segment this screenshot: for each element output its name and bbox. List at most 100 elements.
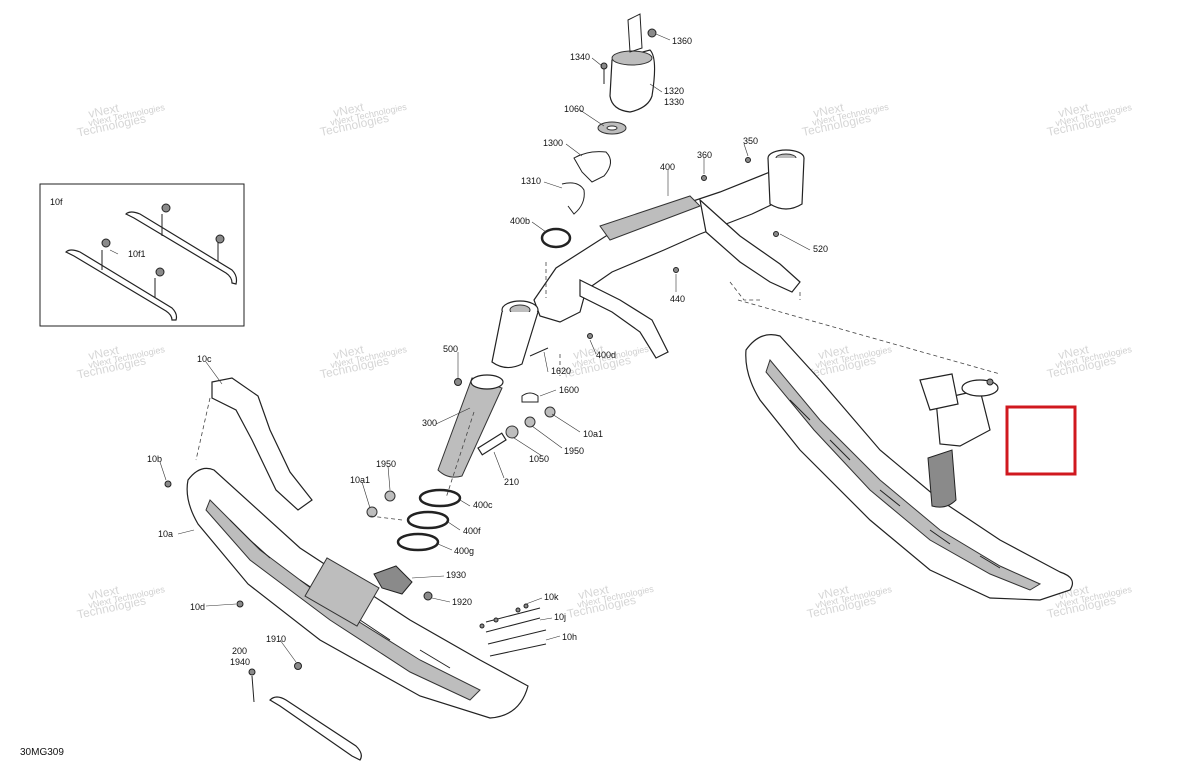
- leader-lines: [159, 33, 811, 663]
- nut-1360: [647, 28, 657, 38]
- runner-nut-2: [215, 234, 225, 244]
- callout-400g: 400g: [454, 546, 474, 556]
- right-ski-ribs: [789, 399, 1001, 569]
- watermark-bottom-left: vNext Technologies vNext Technologies: [76, 583, 166, 622]
- bolt-10j-1: [479, 623, 485, 629]
- spindle-housing-top: [611, 50, 653, 66]
- svg-text:vNext: vNext: [1057, 342, 1091, 362]
- watermark-mid-center-left: vNext Technologies vNext Technologies: [319, 342, 408, 381]
- watermark-bottom-center: vNext Technologies vNext Technologies: [566, 582, 655, 621]
- watermark-mid-right: vNext Technologies vNext Technologies: [1046, 342, 1133, 381]
- ring-400g: [396, 532, 440, 552]
- callout-400: 400: [660, 162, 675, 172]
- bushing-1050: [505, 425, 519, 439]
- ring-400c: [418, 488, 462, 508]
- callout-1930: 1930: [446, 570, 466, 580]
- right-ski-group: [729, 281, 1073, 601]
- spindle-housing-group: [561, 13, 657, 215]
- washer-1060-hole: [606, 125, 618, 131]
- wear-bar-set-10h: [485, 607, 547, 657]
- pin-1620: [529, 347, 549, 357]
- ski-saddle: [304, 557, 380, 627]
- callout-10h: 10h: [562, 632, 577, 642]
- callout-1310: 1310: [521, 176, 541, 186]
- svg-text:vNext: vNext: [572, 342, 606, 362]
- callout-10a: 10a: [158, 529, 173, 539]
- callout-400c: 400c: [473, 500, 493, 510]
- callout-1920: 1920: [452, 597, 472, 607]
- callout-10d: 10d: [190, 602, 205, 612]
- frame-tube-right: [767, 157, 805, 210]
- watermark-top-right: vNext Technologies vNext Technologies: [1046, 100, 1133, 139]
- runner-nut-4: [155, 267, 165, 277]
- washer-10a1-left: [366, 506, 378, 518]
- svg-text:vNext: vNext: [817, 342, 851, 362]
- bolt-400d: [587, 333, 593, 339]
- callout-1330: 1330: [664, 97, 684, 107]
- bushing-1950-right: [524, 416, 536, 428]
- bolt-440: [673, 267, 679, 273]
- callout-1600: 1600: [559, 385, 579, 395]
- highlight-box[interactable]: [1005, 405, 1077, 476]
- svg-text:vNext: vNext: [1057, 100, 1091, 120]
- callout-400d: 400d: [596, 350, 616, 360]
- bolt-10j-2: [493, 617, 499, 623]
- leader-10f1: [109, 249, 119, 255]
- callout-1620: 1620: [551, 366, 571, 376]
- svg-text:vNext: vNext: [332, 100, 366, 120]
- runner-nut-3: [101, 238, 111, 248]
- callout-360: 360: [697, 150, 712, 160]
- callout-1060: 1060: [564, 104, 584, 114]
- watermark-bottom-center-right: vNext Technologies vNext Technologies: [806, 582, 893, 621]
- runner-nut-1: [161, 203, 171, 213]
- watermark-top-center-right: vNext Technologies vNext Technologies: [801, 100, 890, 139]
- right-ski-keel: [765, 358, 1042, 591]
- svg-text:vNext: vNext: [87, 583, 121, 603]
- svg-text:vNext: vNext: [817, 582, 851, 602]
- washer-10a1-right: [544, 406, 556, 418]
- svg-text:vNext: vNext: [332, 342, 366, 362]
- callout-10j: 10j: [554, 612, 566, 622]
- callout-10a1-right: 10a1: [583, 429, 603, 439]
- callout-1940: 1940: [230, 657, 250, 667]
- callout-500: 500: [443, 344, 458, 354]
- callout-1950-right: 1950: [564, 446, 584, 456]
- callout-1300: 1300: [543, 138, 563, 148]
- callout-10k: 10k: [544, 592, 559, 602]
- frame-arm-lower: [579, 279, 669, 359]
- spindle-300-group: [366, 347, 556, 518]
- callout-labels: 1360 1340 1320 1330 1060 1300 1310 400b …: [147, 36, 828, 667]
- inset-box-10f: 10f 10f1: [39, 183, 245, 327]
- callout-350: 350: [743, 136, 758, 146]
- callout-10b: 10b: [147, 454, 162, 464]
- bolt-head-1340: [600, 62, 608, 70]
- bolt-500: [454, 378, 462, 386]
- ring-400f: [406, 510, 450, 530]
- svg-text:vNext: vNext: [87, 343, 121, 363]
- carbide-runner-10h: [269, 696, 362, 761]
- callout-10a1-left: 10a1: [350, 475, 370, 485]
- bolt-10k-1: [515, 607, 521, 613]
- bolt-200-head: [248, 668, 256, 676]
- svg-text:vNext: vNext: [577, 582, 611, 602]
- nut-1920: [423, 591, 433, 601]
- frame-plate: [599, 195, 701, 241]
- clamp-1300: [573, 151, 611, 183]
- left-ski-group: [164, 377, 547, 761]
- stopper-1930: [373, 565, 413, 595]
- bolt-520: [773, 231, 779, 237]
- right-ski-body: [745, 334, 1073, 601]
- watermark-mid-left: vNext Technologies vNext Technologies: [76, 343, 166, 382]
- guide-300-rings: [445, 411, 475, 499]
- right-spindle-bracket: [919, 373, 959, 411]
- watermark-top-center-left: vNext Technologies vNext Technologies: [319, 100, 408, 139]
- guide-10a1-left: [369, 515, 403, 521]
- callout-200: 200: [232, 646, 247, 656]
- carbide-runner-lower: [64, 249, 178, 321]
- steering-frame-group: [491, 149, 805, 369]
- clip-1600: [521, 392, 539, 403]
- callout-300: 300: [422, 418, 437, 428]
- nut-1910: [294, 662, 302, 670]
